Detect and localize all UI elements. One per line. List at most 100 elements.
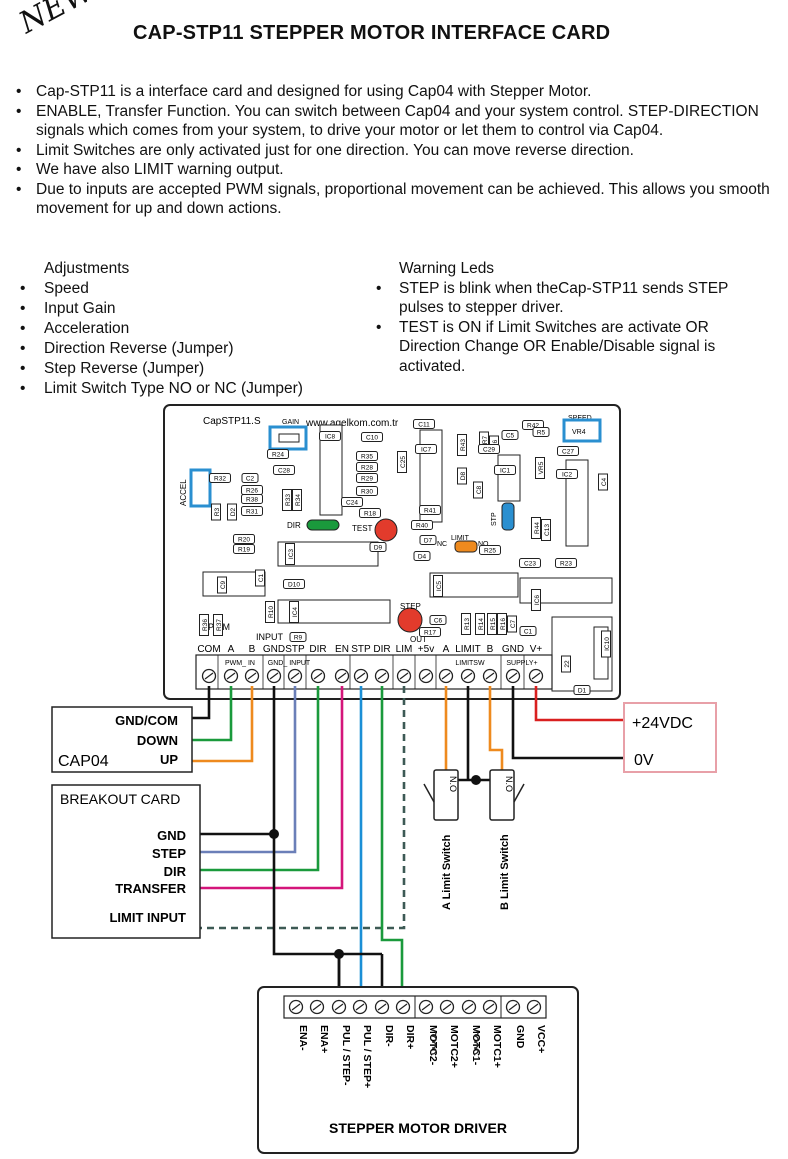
- component-ic8: IC8: [319, 431, 341, 441]
- svg-text:R5: R5: [537, 430, 546, 437]
- screw-terminal[interactable]: [418, 668, 434, 684]
- screw-terminal[interactable]: [287, 668, 303, 684]
- component-r43: R43: [457, 434, 467, 456]
- svg-text:IC1: IC1: [500, 468, 511, 475]
- driver-screw-terminal[interactable]: [288, 999, 304, 1015]
- svg-text:R20: R20: [238, 537, 250, 544]
- driver-screw-terminal[interactable]: [395, 999, 411, 1015]
- warning-led-item: TEST is ON if Limit Switches are activat…: [374, 318, 774, 377]
- driver-terminal-label: DIR-: [383, 1025, 395, 1047]
- ic8-chip: [319, 424, 343, 516]
- wire-gnd-com: [192, 686, 211, 720]
- ic2-chip: [565, 459, 589, 547]
- driver-screw-terminal[interactable]: [505, 999, 521, 1015]
- component-r26: R26: [241, 485, 263, 495]
- cap04-label: UP: [160, 752, 178, 767]
- screw-terminal[interactable]: [528, 668, 544, 684]
- component-c24: C24: [341, 497, 363, 507]
- screw-terminal[interactable]: [310, 668, 326, 684]
- cap04-box: GND/COM DOWN UP CAP04: [51, 706, 193, 773]
- driver-screw-terminal[interactable]: [482, 999, 498, 1015]
- svg-text:R16: R16: [500, 618, 507, 630]
- driver-screw-terminal[interactable]: [352, 999, 368, 1015]
- test-led: [374, 518, 398, 542]
- intro-item: Cap-STP11 is a interface card and design…: [14, 82, 774, 102]
- component-c29: C29: [478, 444, 500, 454]
- screw-terminal[interactable]: [244, 668, 260, 684]
- warning-leds-heading: Warning Leds: [399, 260, 495, 277]
- wire-24vdc: [534, 686, 624, 722]
- switch-b-tag: N.O: [504, 776, 514, 792]
- adjustment-item: Limit Switch Type NO or NC (Jumper): [18, 379, 358, 399]
- component-c5: C5: [501, 430, 519, 440]
- svg-text:R41: R41: [424, 508, 436, 515]
- wire-breakout-step: [200, 686, 297, 854]
- component-c9: C9: [217, 576, 227, 594]
- terminal-label: DIR: [309, 644, 326, 655]
- screw-terminal[interactable]: [353, 668, 369, 684]
- dir-led-label: DIR: [287, 521, 301, 530]
- svg-text:D4: D4: [418, 554, 427, 561]
- svg-text:C7: C7: [510, 619, 517, 628]
- terminal-group-label: SUPPLY+: [506, 660, 537, 667]
- driver-screw-terminal[interactable]: [439, 999, 455, 1015]
- screw-terminal[interactable]: [460, 668, 476, 684]
- step-reverse-jumper[interactable]: [501, 502, 515, 531]
- component-r34: R34: [292, 489, 302, 511]
- screw-terminal[interactable]: [482, 668, 498, 684]
- speed-potentiometer[interactable]: [562, 418, 602, 443]
- component-r24: R24: [267, 449, 289, 459]
- component-r28: R28: [356, 462, 378, 472]
- component-ic6: IC6: [531, 589, 541, 611]
- component-r19: R19: [233, 544, 255, 554]
- svg-text:IC6: IC6: [534, 595, 541, 606]
- driver-screw-terminal[interactable]: [526, 999, 542, 1015]
- svg-text:IC5: IC5: [436, 581, 443, 592]
- driver-terminal-label: MOTC1+: [491, 1025, 503, 1068]
- screw-terminal[interactable]: [374, 668, 390, 684]
- component-r29: R29: [356, 473, 378, 483]
- screw-terminal[interactable]: [223, 668, 239, 684]
- stepper-driver: ENA-ENA+PUL / STEP-PUL / STEP+DIR-DIR+MO…: [257, 986, 579, 1154]
- no-label: NO: [478, 541, 489, 548]
- driver-terminals: ENA-ENA+PUL / STEP-PUL / STEP+DIR-DIR+MO…: [283, 995, 547, 1088]
- step-led-label: STEP: [400, 602, 421, 611]
- driver-screw-terminal[interactable]: [309, 999, 325, 1015]
- driver-screw-terminal[interactable]: [374, 999, 390, 1015]
- supply-plus: +24VDC: [632, 715, 693, 732]
- svg-text:D8: D8: [460, 471, 467, 480]
- accel-potentiometer[interactable]: [189, 468, 212, 508]
- limit-switch-a: N.O A Limit Switch: [423, 769, 459, 910]
- screw-terminal[interactable]: [201, 668, 217, 684]
- screw-terminal[interactable]: [396, 668, 412, 684]
- screw-terminal[interactable]: [505, 668, 521, 684]
- svg-text:R28: R28: [361, 465, 373, 472]
- driver-terminal-label: MOTC1-: [470, 1025, 482, 1066]
- wire-driver-gnd: [272, 834, 341, 992]
- intro-list: Cap-STP11 is a interface card and design…: [14, 82, 774, 219]
- terminal-group-label: PWM_ IN: [225, 660, 255, 667]
- screw-terminal[interactable]: [334, 668, 350, 684]
- svg-text:D10: D10: [288, 582, 300, 589]
- component-ic4: IC4: [289, 601, 299, 623]
- component-22: 22: [561, 655, 571, 673]
- screw-terminal[interactable]: [438, 668, 454, 684]
- screw-terminal[interactable]: [266, 668, 282, 684]
- terminal-label: STP: [351, 644, 371, 655]
- supply-outline: [623, 702, 717, 773]
- svg-text:C10: C10: [366, 435, 378, 442]
- driver-terminal-label: MOTC2-: [427, 1025, 439, 1066]
- wire-driver-dir: [380, 686, 404, 992]
- svg-text:R30: R30: [361, 489, 373, 496]
- limit-type-jumper[interactable]: [454, 540, 478, 553]
- component-ic2: IC2: [556, 469, 578, 479]
- svg-text:D1: D1: [578, 688, 587, 695]
- driver-screw-terminal[interactable]: [418, 999, 434, 1015]
- driver-screw-terminal[interactable]: [331, 999, 347, 1015]
- dir-led: [306, 519, 340, 531]
- svg-text:C1: C1: [258, 573, 265, 582]
- svg-text:R34: R34: [295, 494, 302, 506]
- svg-text:C5: C5: [506, 433, 515, 440]
- driver-screw-terminal[interactable]: [461, 999, 477, 1015]
- terminal-label: COM: [197, 644, 220, 655]
